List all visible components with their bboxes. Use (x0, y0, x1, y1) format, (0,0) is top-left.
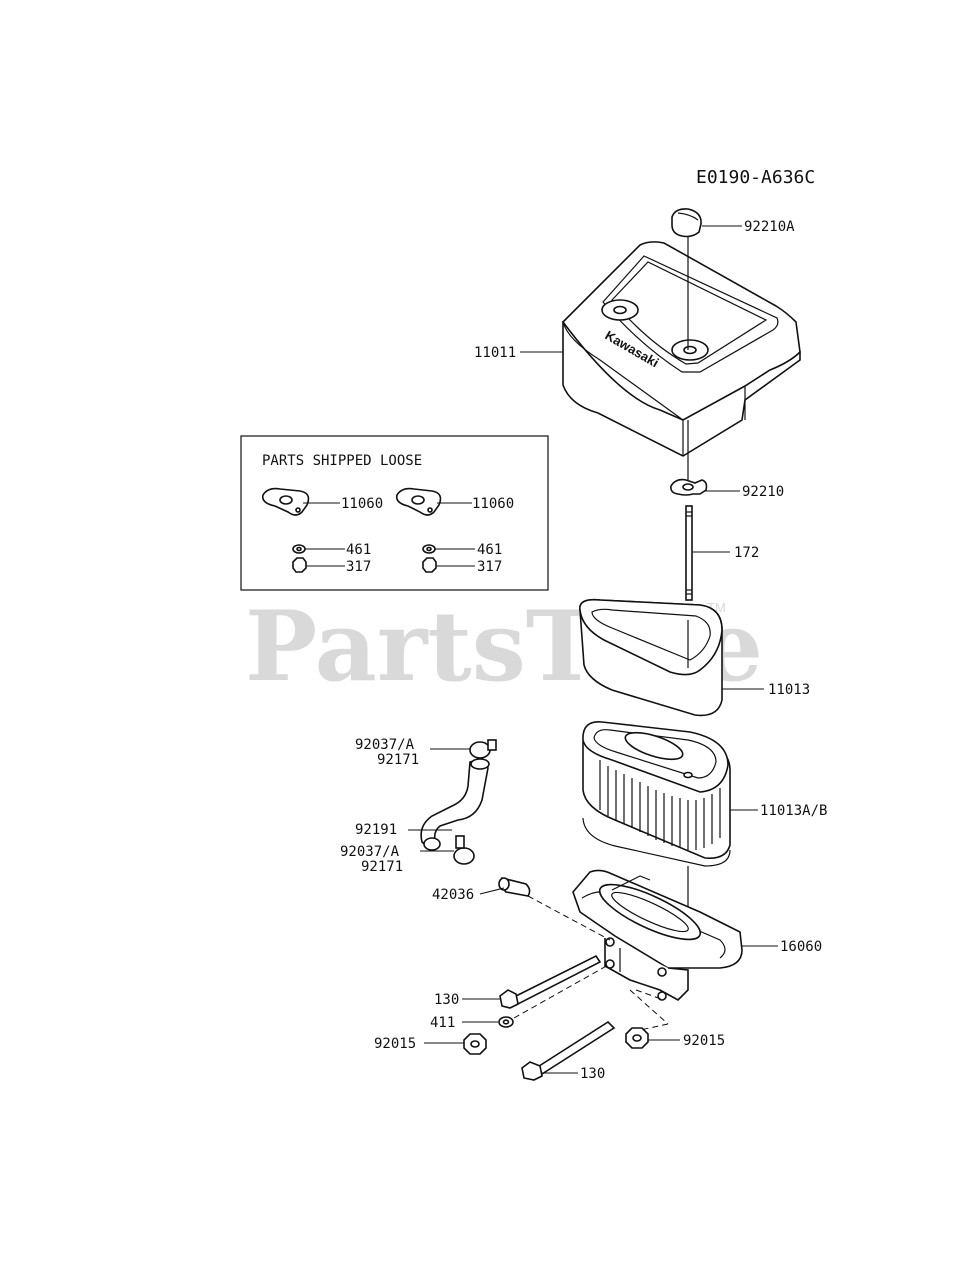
label-92037A-top: 92037/A (355, 737, 415, 753)
part-92015-nut-right[interactable] (625, 1027, 649, 1049)
part-130-bolt-left[interactable] (499, 954, 602, 1009)
part-92037A-clamp-top[interactable] (469, 739, 497, 759)
part-11011-cover[interactable]: Kawasaki (561, 241, 801, 457)
part-92037A-clamp-bottom[interactable] (453, 835, 475, 865)
label-11013: 11013 (768, 682, 810, 698)
label-42036: 42036 (432, 887, 474, 903)
label-461-b: 461 (477, 542, 502, 558)
parts-shipped-loose-box: PARTS SHIPPED LOOSE 11060 11060 461 317 … (240, 435, 549, 591)
part-92015-nut-left[interactable] (463, 1033, 487, 1055)
part-92210-wing-nut[interactable] (670, 478, 708, 496)
label-92037A-bottom: 92037/A (340, 844, 400, 860)
label-130-left: 130 (434, 992, 459, 1008)
label-317-b: 317 (477, 559, 502, 575)
part-11013-pre-cleaner[interactable] (579, 598, 723, 717)
label-92171-top: 92171 (377, 752, 419, 768)
diagram-code: E0190-A636C (696, 167, 815, 188)
part-11060-gasket-b[interactable] (395, 487, 442, 516)
loose-box-title: PARTS SHIPPED LOOSE (262, 453, 422, 469)
label-92171-bottom: 92171 (361, 859, 403, 875)
part-92210A-knob[interactable] (671, 208, 702, 238)
label-317-a: 317 (346, 559, 371, 575)
loose-box-frame (240, 435, 549, 591)
label-130-bottom: 130 (580, 1066, 605, 1082)
part-130-bolt-bottom[interactable] (521, 1020, 616, 1081)
label-11011: 11011 (474, 345, 516, 361)
label-92210: 92210 (742, 484, 784, 500)
part-411-washer[interactable] (498, 1016, 514, 1028)
label-461-a: 461 (346, 542, 371, 558)
part-172-stud[interactable] (685, 505, 693, 601)
part-317-nut-a[interactable] (292, 557, 307, 573)
part-11060-gasket-a[interactable] (261, 487, 310, 516)
label-11013AB: 11013A/B (760, 803, 827, 819)
label-11060-b: 11060 (472, 496, 514, 512)
label-92191: 92191 (355, 822, 397, 838)
part-92191-hose[interactable] (420, 758, 490, 851)
label-172: 172 (734, 545, 759, 561)
part-461-washer-b[interactable] (422, 544, 436, 554)
part-16060-base[interactable] (572, 869, 743, 1001)
label-92210A: 92210A (744, 219, 795, 235)
part-42036-fitting[interactable] (498, 877, 531, 897)
part-317-nut-b[interactable] (422, 557, 437, 573)
label-11060-a: 11060 (341, 496, 383, 512)
label-92015-left: 92015 (374, 1036, 416, 1052)
label-92015-right: 92015 (683, 1033, 725, 1049)
part-461-washer-a[interactable] (292, 544, 306, 554)
part-11013AB-filter-element[interactable] (582, 721, 731, 867)
label-411: 411 (430, 1015, 455, 1031)
label-16060: 16060 (780, 939, 822, 955)
